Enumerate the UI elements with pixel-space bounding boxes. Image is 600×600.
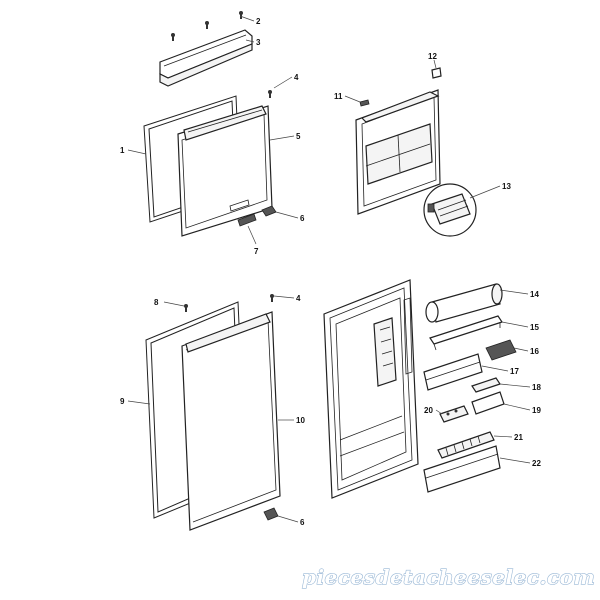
door-bin-17 bbox=[423, 353, 483, 391]
callout-11: 11 bbox=[334, 92, 343, 101]
bottle-bin-22 bbox=[423, 445, 501, 493]
upper-door-panel bbox=[177, 90, 273, 237]
site-watermark: piecesdetacheeselec.com bbox=[302, 565, 595, 589]
callout-17: 17 bbox=[510, 367, 519, 376]
callout-5: 5 bbox=[296, 132, 301, 141]
lower-hinge bbox=[263, 507, 279, 521]
callout-19: 19 bbox=[532, 406, 541, 415]
clip-part-12 bbox=[431, 67, 442, 79]
callout-9: 9 bbox=[120, 397, 125, 406]
ice-tray-detail bbox=[423, 183, 477, 237]
screw-8 bbox=[184, 304, 188, 312]
lower-door-panel bbox=[181, 311, 281, 531]
top-hinge-cover bbox=[159, 29, 253, 87]
freezer-compartment bbox=[355, 89, 441, 215]
callout-labels: 1 2 3 4 5 6 7 11 12 13 8 4 9 10 6 14 15 … bbox=[120, 17, 541, 527]
screw-4-lower bbox=[270, 294, 274, 302]
callout-8: 8 bbox=[154, 298, 159, 307]
callout-4-upper: 4 bbox=[294, 73, 299, 82]
bottle-rack-21 bbox=[437, 431, 495, 459]
small-box-19 bbox=[471, 391, 505, 415]
small-tray-18 bbox=[471, 377, 501, 393]
callout-22: 22 bbox=[532, 459, 541, 468]
callout-21: 21 bbox=[514, 433, 523, 442]
clip-part-11 bbox=[359, 99, 370, 107]
callout-16: 16 bbox=[530, 347, 539, 356]
egg-holder-16 bbox=[485, 339, 517, 361]
egg-tray-20 bbox=[439, 405, 469, 423]
callout-13: 13 bbox=[502, 182, 511, 191]
callout-4-lower: 4 bbox=[296, 294, 301, 303]
callout-1: 1 bbox=[120, 146, 125, 155]
callout-20: 20 bbox=[424, 406, 433, 415]
callout-7: 7 bbox=[254, 247, 259, 256]
leader-lines bbox=[127, 15, 531, 523]
callout-2: 2 bbox=[256, 17, 261, 26]
callout-6-upper: 6 bbox=[300, 214, 305, 223]
callout-10: 10 bbox=[296, 416, 305, 425]
callout-3: 3 bbox=[256, 38, 261, 47]
callout-12: 12 bbox=[428, 52, 437, 61]
callout-14: 14 bbox=[530, 290, 539, 299]
callout-15: 15 bbox=[530, 323, 539, 332]
callout-18: 18 bbox=[532, 383, 541, 392]
upper-handle bbox=[237, 213, 257, 227]
callout-6-lower: 6 bbox=[300, 518, 305, 527]
butter-compartment-14 bbox=[425, 283, 503, 323]
fridge-door-liner bbox=[323, 279, 419, 499]
